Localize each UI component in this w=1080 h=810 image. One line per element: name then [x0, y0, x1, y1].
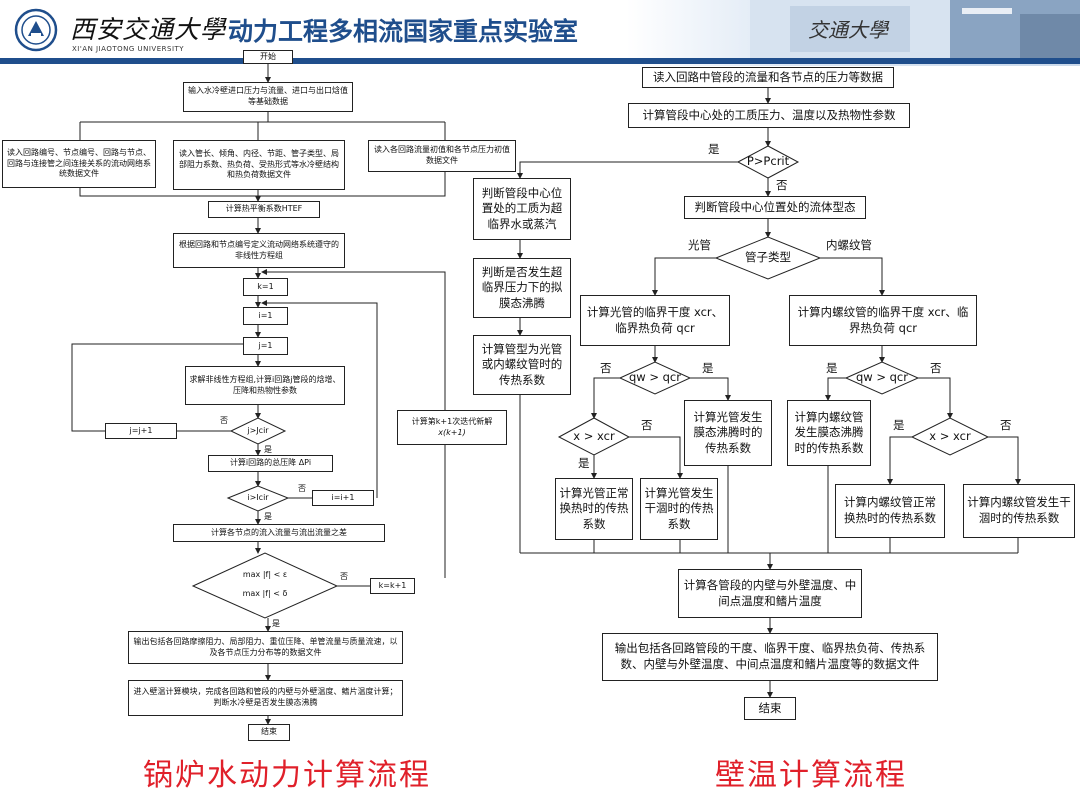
calc-htef: 计算热平衡系数HTEF	[208, 201, 320, 218]
label-no-x-rifled: 否	[1000, 418, 1012, 432]
decision-j-label: j>Jcir	[247, 426, 269, 435]
calc-smooth-critical: 计算光管的临界干度 xcr、临界热负荷 qcr	[580, 295, 730, 346]
calc-loop-pressure-drop: 计算i回路的总压降 ΔPi	[208, 455, 333, 472]
photo-caption: 交通大學	[808, 18, 888, 42]
decision-p-pcrit	[736, 145, 800, 179]
label-no-x-smooth: 否	[641, 418, 653, 432]
decision-x-rifled-label: x > xcr	[929, 429, 971, 443]
decision-q-rifled-label: qw > qcr	[855, 370, 908, 384]
caption-left: 锅炉水动力计算流程	[143, 758, 431, 793]
label-no-j: 否	[220, 416, 228, 425]
label-no-i: 否	[298, 484, 306, 493]
label-no-conv: 否	[340, 572, 348, 581]
label-no-q-smooth: 否	[600, 361, 612, 375]
header-band	[0, 58, 1080, 64]
judge-supercritical: 判断管段中心位置处的工质为超临界水或蒸汽	[473, 178, 571, 240]
decision-i-label: i>Icir	[247, 493, 269, 502]
increment-j: j=j+1	[105, 423, 177, 439]
calc-rifled-dryout: 计算内螺纹管发生干涸时的传热系数	[963, 484, 1075, 538]
init-j: j=1	[243, 337, 288, 355]
input-basic-data: 输入水冷壁进口压力与流量、进口与出口焓值等基础数据	[183, 82, 353, 112]
school-name-en: XI'AN JIAOTONG UNIVERSITY	[72, 45, 185, 53]
decision-j-jcir	[229, 417, 287, 445]
calc-smooth-normal: 计算光管正常换热时的传热系数	[555, 478, 633, 540]
start-node: 开始	[243, 50, 293, 64]
calc-coef-by-tube-type: 计算管型为光管或内螺纹管时的传热系数	[473, 335, 571, 395]
decision-tube-type	[714, 236, 822, 280]
label-smooth: 光管	[688, 238, 711, 252]
calc-next-iteration-label: 计算第k+1次迭代新解	[411, 416, 493, 426]
define-equations: 根据回路和节点编号定义流动网络系统遵守的非线性方程组	[173, 233, 345, 268]
read-flow-data: 读入回路中管段的流量和各节点的压力等数据	[642, 67, 894, 88]
read-initial-values: 读入各回路流量初值和各节点压力初值数据文件	[368, 140, 516, 172]
judge-pseudo-film-boiling: 判断是否发生超临界压力下的拟膜态沸腾	[473, 258, 571, 318]
campus-photo	[750, 0, 1080, 58]
judge-flow-pattern: 判断管段中心位置处的流体型态	[684, 196, 866, 219]
calc-smooth-film-boiling: 计算光管发生膜态沸腾时的传热系数	[684, 400, 772, 466]
school-name-cn: 西安交通大學	[70, 15, 227, 44]
end-node-right: 结束	[744, 697, 796, 720]
label-yes-j: 是	[264, 445, 272, 454]
calc-node-flow-diff: 计算各节点的流入流量与流出流量之差	[173, 524, 385, 542]
calc-center-params: 计算管段中心处的工质压力、温度以及热物性参数	[628, 103, 910, 128]
decision-x-smooth-label: x > xcr	[573, 429, 615, 443]
label-yes-conv: 是	[272, 619, 280, 628]
calc-next-iteration: 计算第k+1次迭代新解 x(k+1)	[397, 410, 507, 445]
init-i: i=1	[243, 307, 288, 325]
lab-title: 动力工程多相流国家重点实验室	[228, 17, 579, 46]
decision-i-icir	[226, 485, 290, 512]
convergence-criterion-1: max |f| < ε	[242, 570, 288, 579]
decision-x-smooth	[557, 417, 631, 456]
increment-i: i=i+1	[312, 490, 374, 506]
decision-convergence	[191, 552, 339, 619]
label-yes-i: 是	[264, 512, 272, 521]
calc-rifled-film-boiling: 计算内螺纹管发生膜态沸腾时的传热系数	[787, 400, 871, 466]
university-logo	[14, 8, 58, 52]
label-yes-x-smooth: 是	[578, 456, 590, 470]
iteration-symbol: x(k+1)	[438, 427, 466, 437]
caption-right: 壁温计算流程	[715, 758, 907, 793]
label-yes-q-rifled: 是	[826, 361, 838, 375]
calc-rifled-critical: 计算内螺纹管的临界干度 xcr、临界热负荷 qcr	[789, 295, 977, 346]
calc-rifled-normal: 计算内螺纹管正常换热时的传热系数	[835, 484, 945, 538]
read-tube-structure: 读入管长、倾角、内径、节距、管子类型、局部阻力系数、热负荷、受热形式等水冷壁结构…	[173, 140, 345, 190]
init-k: k=1	[243, 278, 288, 296]
decision-q-smooth-label: qw > qcr	[628, 370, 681, 384]
decision-x-rifled	[910, 417, 990, 456]
calc-wall-temperatures: 计算各管段的内壁与外壁温度、中间点温度和鳍片温度	[678, 569, 862, 618]
end-node-left: 结束	[248, 724, 290, 741]
enter-wall-temp-module: 进入壁温计算模块，完成各回路和管段的内壁与外壁温度、鳍片温度计算；判断水冷壁是否…	[128, 680, 403, 716]
solve-nonlinear: 求解非线性方程组,计算i回路j管段的焓增、压降和热物性参数	[185, 366, 345, 405]
label-no-p: 否	[776, 178, 788, 192]
decision-q-rifled	[844, 361, 920, 395]
label-yes-x-rifled: 是	[893, 418, 905, 432]
decision-q-smooth	[618, 361, 692, 395]
tube-type-label: 管子类型	[745, 250, 791, 264]
calc-smooth-dryout: 计算光管发生干涸时的传热系数	[640, 478, 718, 540]
convergence-criterion-2: max |f| < δ	[242, 589, 288, 598]
label-no-q-rifled: 否	[930, 361, 942, 375]
label-yes-q-smooth: 是	[702, 361, 714, 375]
output-hydro-results: 输出包括各回路摩擦阻力、局部阻力、重位压降、单管流量与质量流速，以及各节点压力分…	[128, 631, 403, 664]
output-wall-results: 输出包括各回路管段的干度、临界干度、临界热负荷、传热系数、内壁与外壁温度、中间点…	[602, 633, 938, 681]
decision-p-label: P>Pcrit	[746, 154, 790, 168]
label-rifled: 内螺纹管	[826, 238, 872, 252]
label-yes-p: 是	[708, 142, 720, 156]
read-loop-network: 读入回路编号、节点编号、回路与节点、回路与连接管之间连接关系的流动网络系统数据文…	[2, 140, 156, 188]
increment-k: k=k+1	[370, 578, 415, 594]
